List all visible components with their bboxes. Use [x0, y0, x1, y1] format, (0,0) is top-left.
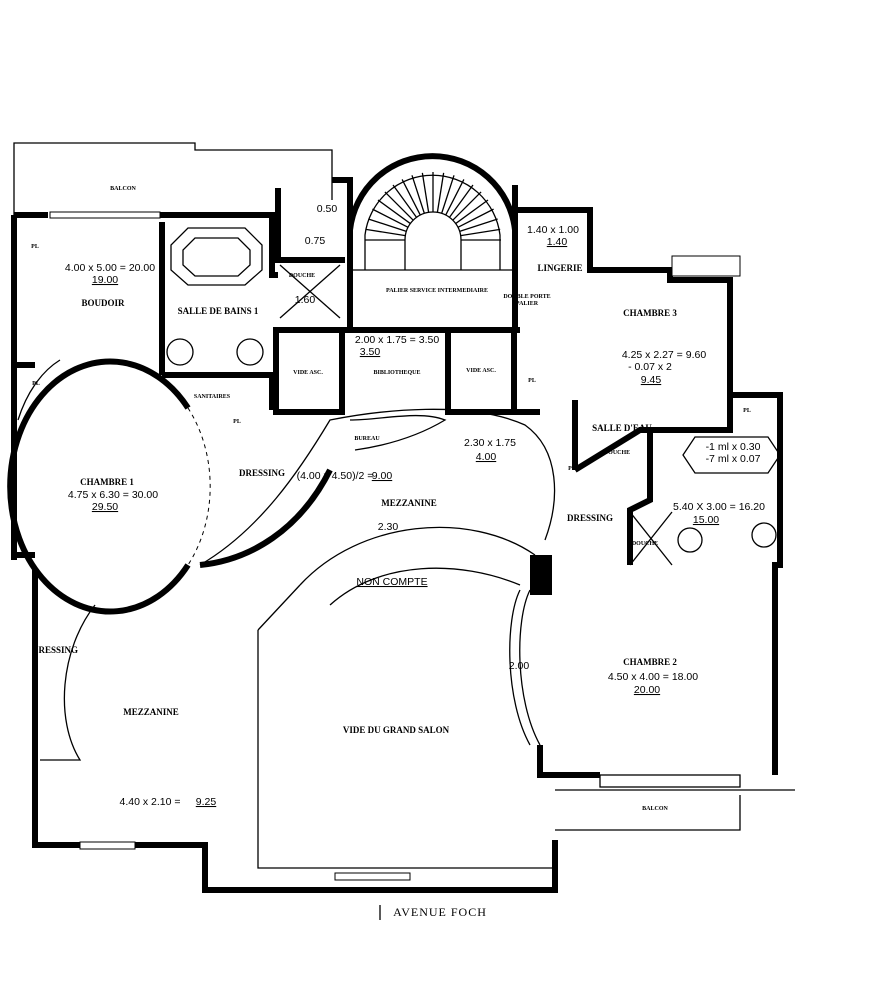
bay-width: 2.00: [509, 660, 530, 672]
street-label: AVENUE FOCH: [393, 905, 487, 919]
small-area-a: 0.50: [317, 203, 338, 215]
closet-6: PL: [568, 466, 576, 472]
bureau-label: BUREAU: [354, 436, 380, 442]
small-area-b: 0.75: [305, 235, 326, 247]
boudoir-dims: 4.00 x 5.00 = 20.00: [65, 262, 155, 274]
library-area: 3.50: [360, 346, 381, 358]
mezzanine-left-label: MEZZANINE: [123, 707, 179, 717]
chambre1-dims: 4.75 x 6.30 = 30.00: [68, 489, 158, 501]
salle-eau-label: SALLE D'EAU: [592, 423, 652, 433]
windows: [49, 211, 741, 881]
lingerie-area: 1.40: [547, 236, 568, 248]
landing-label: PALIER SERVICE INTERMEDIAIRE: [386, 288, 488, 294]
bureau-area: 4.00: [476, 451, 497, 463]
stair-tread: [455, 199, 489, 225]
chambre1-area: 29.50: [92, 501, 118, 513]
stair-tread: [368, 218, 407, 232]
bath2-dims: 5.40 X 3.00 = 16.20: [673, 501, 765, 513]
grand-salon-void-label: VIDE DU GRAND SALON: [343, 725, 450, 735]
sinks: [166, 338, 777, 553]
douche3-label: DOUCHE: [632, 541, 658, 547]
stair-tread: [411, 175, 425, 214]
spiral-staircase: [347, 153, 518, 271]
stair-tread: [436, 172, 445, 213]
stair-tread: [365, 228, 406, 237]
boudoir-label: BOUDOIR: [81, 298, 125, 308]
stair-tread: [445, 179, 465, 216]
stair-tread: [392, 184, 418, 218]
closet-3: PL: [233, 419, 241, 425]
stair-tread: [384, 191, 414, 221]
bath1-label: SALLE DE BAINS 1: [178, 306, 259, 316]
bath2-area: 15.00: [693, 514, 719, 526]
chambre1-label: CHAMBRE 1: [80, 477, 134, 487]
dressing-center-area: 9.00: [372, 470, 393, 482]
dressing-center-label: DRESSING: [239, 468, 285, 478]
closet-1: PL: [31, 244, 39, 250]
stair-tread: [401, 179, 421, 216]
stair-tread: [372, 208, 409, 228]
mezzanine-curve: [199, 408, 556, 606]
chambre2-dims: 4.50 x 4.00 = 18.00: [608, 671, 698, 683]
chambre1-oval: [7, 358, 211, 615]
deduct-line1: -1 ml x 0.30: [706, 441, 761, 453]
bathtub: [170, 227, 781, 474]
closet-2: PL: [32, 381, 40, 387]
stair-tread: [460, 228, 501, 237]
interior-walls: [14, 222, 653, 595]
boudoir-area: 19.00: [92, 274, 118, 286]
balcony-top-outline: [13, 142, 333, 215]
grand-salon-void: [40, 584, 555, 869]
lingerie-label: LINGERIE: [537, 263, 582, 273]
closet-5: PL: [743, 408, 751, 414]
stair-tread: [448, 184, 474, 218]
bureau-dims: 2.30 x 1.75: [464, 437, 516, 449]
labels: BALCON 0.50 0.75 1.40 x 1.00 1.40 LINGER…: [31, 186, 765, 919]
stair-tread: [457, 208, 494, 228]
chambre2-label: CHAMBRE 2: [623, 657, 677, 667]
sanitaires-label: SANITAIRES: [194, 394, 231, 400]
shower-cross: [279, 264, 673, 566]
shower1-area: 1.60: [295, 294, 316, 306]
mezzanine-left-dims: 4.40 x 2.10 =: [119, 796, 180, 808]
library-dims: 2.00 x 1.75 = 3.50: [355, 334, 440, 346]
library-label: BIBLIOTHEQUE: [373, 370, 420, 376]
stair-tread: [441, 175, 455, 214]
douche2-label: DOUCHE: [604, 450, 630, 456]
chambre3-area: 9.45: [641, 374, 662, 386]
shower1-label: DOUCHE: [289, 273, 315, 279]
mezzanine-center-value: 2.30: [378, 521, 399, 533]
double-door-line2: PALIER: [516, 301, 539, 307]
chambre3-dims: 4.25 x 2.27 = 9.60: [622, 349, 707, 361]
lingerie-dims: 1.40 x 1.00: [527, 224, 579, 236]
dressing-right-label: DRESSING: [567, 513, 613, 523]
dressing-center-formula: (4.00 x 4.50)/2 =: [297, 470, 374, 482]
exterior-walls: [11, 177, 783, 893]
lift-void-1: VIDE ASC.: [293, 370, 323, 376]
lift-void-2: VIDE ASC.: [466, 368, 496, 374]
stair-tread: [452, 191, 482, 221]
deduct-line2: -7 ml x 0.07: [706, 453, 761, 465]
dressing-left-label: DRESSING: [32, 645, 78, 655]
balcony-bottom-outline: [555, 774, 795, 831]
chambre3-label: CHAMBRE 3: [623, 308, 677, 318]
mezzanine-left-area: 9.25: [196, 796, 217, 808]
stair-tread: [377, 199, 411, 225]
stair-tread: [421, 172, 430, 213]
balcony-bottom-label: BALCON: [642, 806, 668, 812]
stair-tread: [459, 218, 498, 232]
chambre2-area: 20.00: [634, 684, 660, 696]
mezzanine-center-label: MEZZANINE: [381, 498, 437, 508]
double-door-line1: DOUBLE PORTE: [503, 294, 550, 300]
closet-4: PL: [528, 378, 536, 384]
non-compte-label: NON COMPTE: [356, 576, 427, 588]
chambre3-deduct: - 0.07 x 2: [628, 361, 672, 373]
balcony-top-label: BALCON: [110, 186, 136, 192]
